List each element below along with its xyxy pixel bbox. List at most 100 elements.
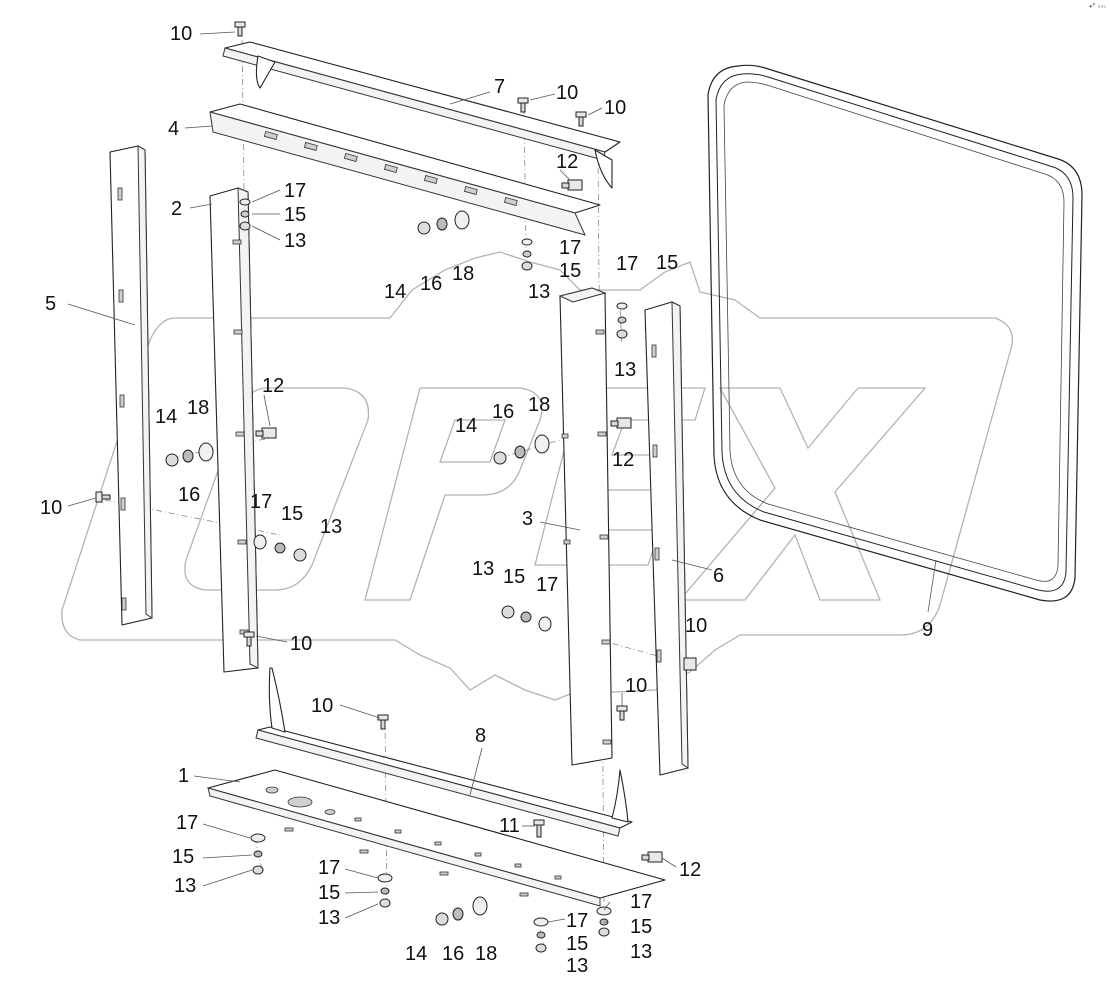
callout-17: 17 xyxy=(566,910,588,932)
callout-17: 17 xyxy=(616,253,638,275)
callout-10: 10 xyxy=(625,675,647,697)
callout-13: 13 xyxy=(614,359,636,381)
leader-lines xyxy=(67,31,937,923)
callout-labels: 10 7 10 10 4 12 2 17 15 13 17 15 13 14 1… xyxy=(40,23,933,977)
nut-washer-set-lower-icon xyxy=(435,896,488,926)
watermark-logo xyxy=(61,251,1014,701)
callout-12: 12 xyxy=(556,151,578,173)
callout-10: 10 xyxy=(604,97,626,119)
callout-14: 14 xyxy=(455,415,477,437)
bolt-11-icon xyxy=(533,819,545,838)
nut-washer-set-upper-icon xyxy=(417,210,470,235)
callout-7: 7 xyxy=(494,76,505,98)
callout-17: 17 xyxy=(250,491,272,513)
callout-5: 5 xyxy=(45,293,56,315)
callout-13: 13 xyxy=(528,281,550,303)
nut-stack-lower-far-right-icon xyxy=(596,906,612,937)
callout-15: 15 xyxy=(566,933,588,955)
callout-12: 12 xyxy=(262,375,284,397)
callout-18: 18 xyxy=(528,394,550,416)
part-5-left-strip xyxy=(109,145,153,626)
nut-stack-lower-mid-icon xyxy=(377,873,393,908)
callout-15: 15 xyxy=(656,252,678,274)
part-4-upper-channel xyxy=(209,103,601,236)
bolt-12-lower-icon xyxy=(641,851,663,863)
fasteners xyxy=(95,21,697,953)
callout-14: 14 xyxy=(405,943,427,965)
callout-9: 9 xyxy=(922,619,933,641)
callout-17: 17 xyxy=(176,812,198,834)
callout-10: 10 xyxy=(685,615,707,637)
nut-set-mid-lower-icon xyxy=(501,605,552,632)
callout-10: 10 xyxy=(170,23,192,45)
callout-18: 18 xyxy=(187,397,209,419)
bolt-10-top-right-icon xyxy=(575,111,587,127)
callout-14: 14 xyxy=(155,406,177,428)
part-8-lower-bracket xyxy=(255,667,633,837)
callout-6: 6 xyxy=(713,565,724,587)
bolt-10-lower-bracket-icon xyxy=(377,714,389,730)
callout-17: 17 xyxy=(284,180,306,202)
callout-15: 15 xyxy=(281,503,303,525)
callout-13: 13 xyxy=(472,558,494,580)
nut-stack-upper-mid-icon xyxy=(521,238,533,271)
callout-17: 17 xyxy=(559,237,581,259)
part-9-seal-frame xyxy=(707,64,1083,602)
callout-13: 13 xyxy=(284,230,306,252)
callout-16: 16 xyxy=(492,401,514,423)
nut-stack-upper-left-icon xyxy=(239,198,251,231)
callout-17: 17 xyxy=(318,857,340,879)
part-6-right-strip xyxy=(644,301,689,776)
callout-10: 10 xyxy=(40,497,62,519)
callout-15: 15 xyxy=(284,204,306,226)
callout-1: 1 xyxy=(178,765,189,787)
callout-18: 18 xyxy=(452,263,474,285)
callout-10: 10 xyxy=(290,633,312,655)
bolt-12-right-icon xyxy=(610,417,632,429)
nut-stack-lower-left-icon xyxy=(250,833,266,875)
callout-16: 16 xyxy=(420,273,442,295)
corner-mark: •° ◦◦◦ xyxy=(1089,2,1106,11)
callout-15: 15 xyxy=(172,846,194,868)
callout-15: 15 xyxy=(559,260,581,282)
callout-15: 15 xyxy=(503,566,525,588)
nut-washer-set-mid-icon xyxy=(493,434,550,465)
nut-washer-set-left-icon xyxy=(165,442,214,467)
callout-17: 17 xyxy=(630,891,652,913)
callout-2: 2 xyxy=(171,198,182,220)
nut-stack-lower-right-icon xyxy=(533,917,549,953)
callout-13: 13 xyxy=(320,516,342,538)
callout-12: 12 xyxy=(679,859,701,881)
bolt-12-top-icon xyxy=(561,179,583,191)
bolt-10-left-channel-bottom-icon xyxy=(243,631,255,647)
nut-stack-upper-right-icon xyxy=(616,302,628,339)
callout-11: 11 xyxy=(499,815,520,837)
bolt-10-right-strip-icon xyxy=(683,657,697,671)
bolt-10-left-strip-icon xyxy=(95,491,111,503)
callout-15: 15 xyxy=(630,916,652,938)
callout-4: 4 xyxy=(168,118,179,140)
callout-12: 12 xyxy=(612,449,634,471)
bolt-10-top-mid-icon xyxy=(517,97,529,113)
callout-13: 13 xyxy=(318,907,340,929)
callout-15: 15 xyxy=(318,882,340,904)
callout-16: 16 xyxy=(442,943,464,965)
callout-16: 16 xyxy=(178,484,200,506)
callout-3: 3 xyxy=(522,508,533,530)
bolt-10-top-left-icon xyxy=(234,21,246,37)
part-1-base-plate xyxy=(207,769,666,907)
part-7-top-bracket xyxy=(222,41,621,189)
callout-10: 10 xyxy=(311,695,333,717)
part-3-right-channel xyxy=(558,287,613,766)
bolt-10-right-channel-bottom-icon xyxy=(616,705,628,721)
nut-set-left-lower-icon xyxy=(253,534,307,562)
callout-13: 13 xyxy=(174,875,196,897)
callout-17: 17 xyxy=(536,574,558,596)
part-2-left-channel xyxy=(209,187,259,673)
callout-18: 18 xyxy=(475,943,497,965)
callout-13: 13 xyxy=(630,941,652,963)
callout-8: 8 xyxy=(475,725,486,747)
callout-14: 14 xyxy=(384,281,406,303)
